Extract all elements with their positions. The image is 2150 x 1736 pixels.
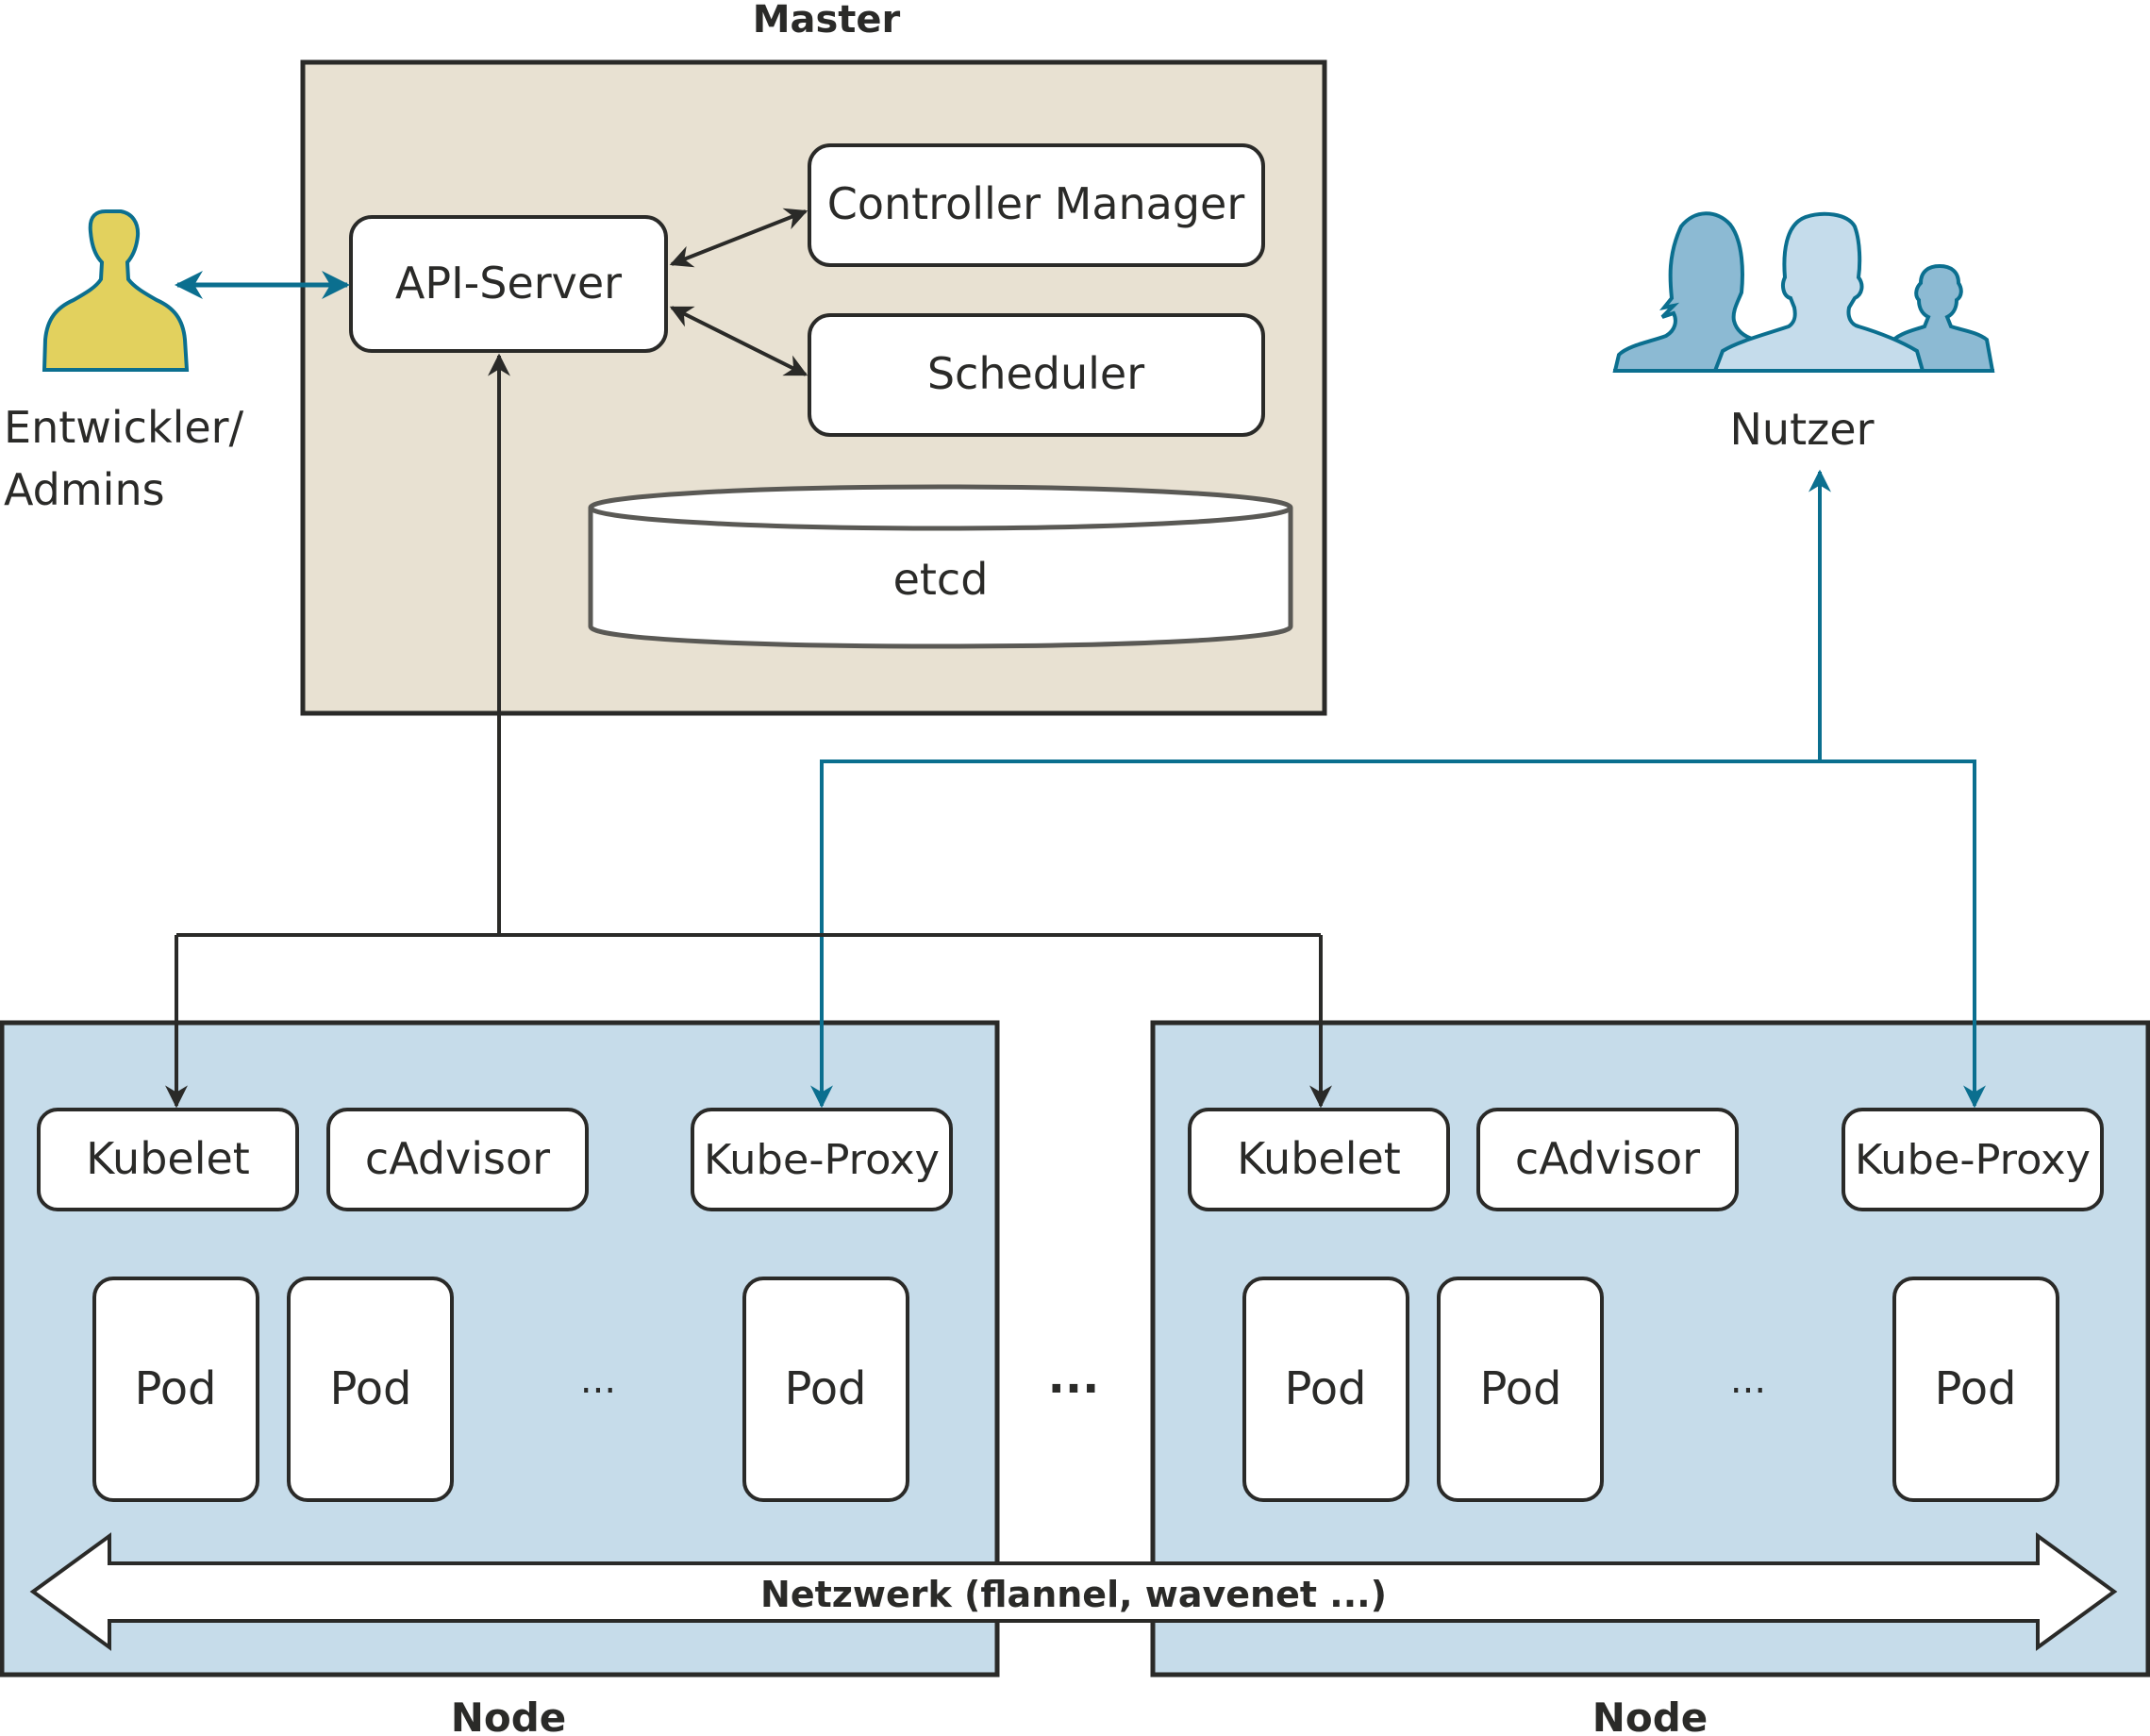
pod-label: Pod bbox=[329, 1362, 411, 1415]
scheduler-box[interactable]: Scheduler bbox=[808, 313, 1265, 437]
node-right-pod-ellipsis: ... bbox=[1730, 1359, 1766, 1402]
node-right-kubelet[interactable]: Kubelet bbox=[1188, 1108, 1450, 1211]
api-controller-arrow bbox=[669, 208, 808, 268]
pod-label: Pod bbox=[134, 1362, 216, 1415]
network-label: Netzwerk (flannel, wavenet ...) bbox=[760, 1574, 1387, 1615]
node-left-pod-1[interactable]: Pod bbox=[92, 1277, 259, 1502]
node-left-cadvisor[interactable]: cAdvisor bbox=[326, 1108, 589, 1211]
controller-manager-box[interactable]: Controller Manager bbox=[808, 143, 1265, 267]
api-server-box[interactable]: API-Server bbox=[349, 215, 668, 353]
etcd-label: etcd bbox=[893, 554, 989, 605]
developer-person-icon bbox=[42, 209, 190, 372]
node-left-kube-proxy[interactable]: Kube-Proxy bbox=[691, 1108, 953, 1211]
kube-proxy-label: Kube-Proxy bbox=[1855, 1136, 2091, 1184]
node-left-pod-ellipsis: ... bbox=[580, 1359, 616, 1402]
scheduler-label: Scheduler bbox=[927, 348, 1144, 399]
node-right-pod-1[interactable]: Pod bbox=[1242, 1277, 1409, 1502]
api-scheduler-arrow bbox=[669, 306, 808, 376]
network-double-arrow: Netzwerk (flannel, wavenet ...) bbox=[29, 1532, 2118, 1651]
node-left-title: Node bbox=[451, 1694, 567, 1736]
users-group-icon bbox=[1612, 211, 1995, 373]
pod-label: Pod bbox=[1284, 1362, 1366, 1415]
api-server-label: API-Server bbox=[395, 258, 622, 309]
node-right-pod-3[interactable]: Pod bbox=[1892, 1277, 2059, 1502]
pod-label: Pod bbox=[784, 1362, 866, 1415]
controller-manager-label: Controller Manager bbox=[827, 178, 1245, 229]
cadvisor-label: cAdvisor bbox=[1515, 1133, 1700, 1184]
between-nodes-ellipsis: ... bbox=[1048, 1351, 1100, 1404]
users-label: Nutzer bbox=[1730, 404, 1875, 455]
developer-label-line2: Admins bbox=[4, 464, 165, 515]
node-left-kubelet[interactable]: Kubelet bbox=[37, 1108, 299, 1211]
node-right-cadvisor[interactable]: cAdvisor bbox=[1476, 1108, 1739, 1211]
etcd-database[interactable]: etcd bbox=[588, 484, 1293, 649]
developer-label-line1: Entwickler/ bbox=[4, 402, 244, 453]
kube-proxy-label: Kube-Proxy bbox=[704, 1136, 940, 1184]
pod-label: Pod bbox=[1934, 1362, 2016, 1415]
node-right-title: Node bbox=[1592, 1694, 1708, 1736]
node-right-kube-proxy[interactable]: Kube-Proxy bbox=[1842, 1108, 2104, 1211]
node-right-pod-2[interactable]: Pod bbox=[1437, 1277, 1604, 1502]
proxy-connector-line bbox=[820, 760, 1976, 1104]
pod-label: Pod bbox=[1479, 1362, 1561, 1415]
kubelet-label: Kubelet bbox=[1237, 1133, 1401, 1184]
node-left-pod-3[interactable]: Pod bbox=[742, 1277, 909, 1502]
node-left-pod-2[interactable]: Pod bbox=[287, 1277, 454, 1502]
master-title: Master bbox=[753, 0, 901, 42]
cadvisor-label: cAdvisor bbox=[365, 1133, 550, 1184]
kubelet-label: Kubelet bbox=[86, 1133, 250, 1184]
